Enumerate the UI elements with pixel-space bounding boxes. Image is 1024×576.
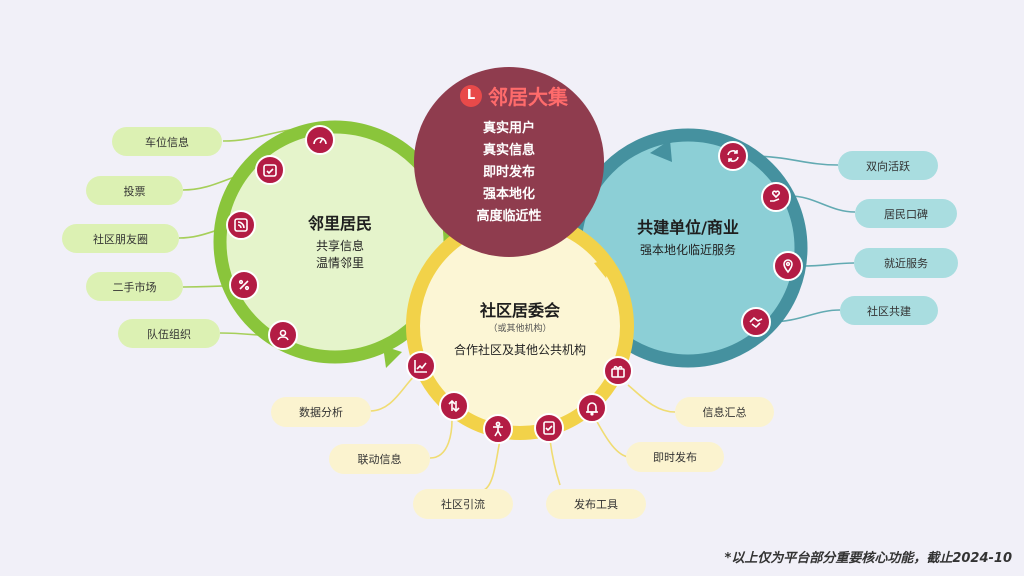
- right-item-reputation[interactable]: 居民口碑: [855, 199, 957, 228]
- gauge-icon[interactable]: [305, 125, 335, 155]
- chart-line-icon[interactable]: [406, 351, 436, 381]
- left-group-line: 温情邻里: [315, 256, 364, 270]
- logo-mark-icon: L: [460, 84, 482, 107]
- bottom-item-publish-tool[interactable]: 发布工具: [546, 489, 646, 519]
- left-item-market[interactable]: 二手市场: [86, 272, 183, 301]
- bottom-group-title: 社区居委会: [479, 301, 560, 320]
- center-line: 即时发布: [482, 165, 535, 180]
- right-item-nearby[interactable]: 就近服务: [854, 248, 958, 278]
- bottom-item-traffic[interactable]: 社区引流: [413, 489, 513, 519]
- center-line: 真实用户: [482, 121, 535, 136]
- right-group-line: 强本地化临近服务: [639, 243, 736, 257]
- bottom-item-analytics[interactable]: 数据分析: [271, 397, 371, 427]
- hand-heart-icon[interactable]: [761, 182, 791, 212]
- right-group-title: 共建单位/商业: [637, 218, 739, 237]
- bell-icon[interactable]: [577, 393, 607, 423]
- calendar-check-icon[interactable]: [255, 155, 285, 185]
- left-item-parking[interactable]: 车位信息: [112, 127, 222, 156]
- bottom-group-text: 社区居委会 （或其他机构） 合作社区及其他公共机构: [445, 297, 595, 359]
- right-item-coconstruct[interactable]: 社区共建: [840, 296, 938, 325]
- refresh-icon[interactable]: [718, 141, 748, 171]
- center-features: 真实用户 真实信息 即时发布 强本地化 高度临近性: [449, 118, 569, 228]
- footnote: *以上仅为平台部分重要核心功能，截止2024-10: [724, 551, 1012, 566]
- right-group-text: 共建单位/商业 强本地化临近服务: [618, 214, 758, 259]
- bottom-group-subtitle: （或其他机构）: [488, 324, 552, 334]
- logo-text: 邻居大集: [488, 85, 568, 109]
- bottom-item-summary[interactable]: 信息汇总: [675, 397, 774, 427]
- center-line: 真实信息: [482, 143, 535, 158]
- rss-icon[interactable]: [226, 210, 256, 240]
- handshake-icon[interactable]: [741, 307, 771, 337]
- center-line: 高度临近性: [476, 209, 542, 224]
- right-item-active[interactable]: 双向活跃: [838, 151, 938, 180]
- left-item-moments[interactable]: 社区朋友圈: [62, 224, 179, 253]
- left-item-vote[interactable]: 投票: [86, 176, 183, 205]
- location-icon[interactable]: [773, 251, 803, 281]
- left-group-text: 邻里居民 共享信息 温情邻里: [285, 210, 395, 272]
- gift-icon[interactable]: [603, 356, 633, 386]
- left-item-team[interactable]: 队伍组织: [118, 319, 220, 348]
- bottom-group-line: 合作社区及其他公共机构: [453, 343, 586, 357]
- bottom-item-instant-publish[interactable]: 即时发布: [626, 442, 724, 472]
- left-group-line: 共享信息: [315, 239, 364, 253]
- bottom-item-linked-info[interactable]: 联动信息: [329, 444, 430, 474]
- person-icon[interactable]: [483, 414, 513, 444]
- logo: L 邻居大集: [460, 81, 568, 110]
- center-line: 强本地化: [482, 187, 535, 202]
- swap-icon[interactable]: [439, 391, 469, 421]
- checklist-icon[interactable]: [534, 413, 564, 443]
- team-icon[interactable]: [268, 320, 298, 350]
- discount-icon[interactable]: [229, 270, 259, 300]
- left-group-title: 邻里居民: [307, 214, 372, 233]
